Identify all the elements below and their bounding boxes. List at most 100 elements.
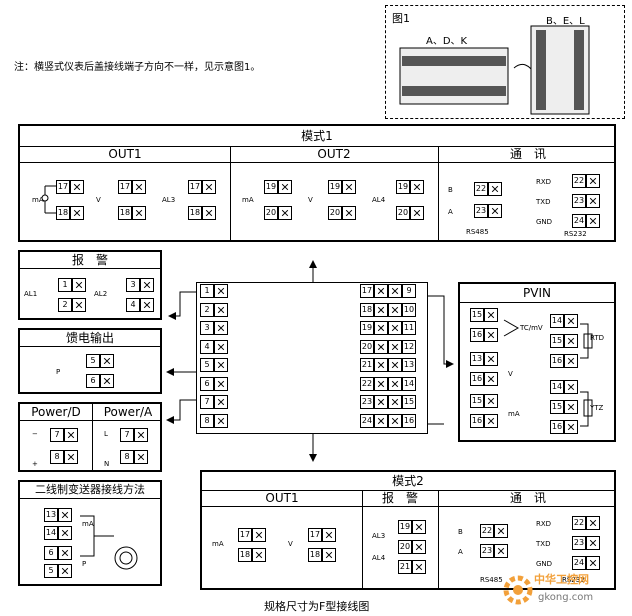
terminal: 11: [402, 321, 416, 335]
terminal: 5: [200, 358, 214, 372]
watermark-site: gkong.com: [538, 592, 594, 603]
a-label: A: [448, 208, 453, 216]
terminal: 15: [402, 395, 416, 409]
ma-label: mA: [32, 196, 44, 204]
terminal: 19: [398, 520, 412, 534]
al3-label: AL3: [372, 532, 386, 540]
rxd-label: RXD: [536, 520, 552, 528]
rs232-label: RS232: [562, 576, 585, 584]
b-label: B: [458, 528, 463, 536]
terminal: 16: [470, 414, 484, 428]
ma-label: mA: [242, 196, 254, 204]
minus-label: −: [32, 430, 38, 438]
txd-label: TXD: [536, 540, 551, 548]
terminal: 10: [402, 302, 416, 317]
power-a-title: Power/A: [103, 405, 153, 419]
p-label: P: [82, 560, 87, 568]
txd-label: TXD: [536, 198, 551, 206]
terminal: 18: [238, 548, 252, 562]
transmitter-panel: 二线制变送器接线方法 13 14 6 5 mA P: [18, 480, 162, 586]
pvin-wiring: [503, 319, 593, 427]
terminal-screw: [564, 420, 578, 434]
watermark: 中华工控网 gkong.com: [498, 566, 628, 612]
terminal: 20: [328, 206, 342, 220]
terminal: 17: [308, 528, 322, 542]
terminal: 20: [396, 206, 410, 220]
terminal: 6: [86, 374, 100, 388]
al2-label: AL2: [94, 290, 108, 298]
terminal: 8: [120, 450, 134, 464]
mode1-panel: 模式1 OUT1 OUT2 通 讯 mA 17 18 V 17 18 AL3 1…: [18, 124, 616, 242]
terminal: 8: [200, 413, 214, 428]
terminal-screw: [374, 302, 388, 317]
mode2-panel: 模式2 OUT1 报 警 通 讯 mA 17 18 V 17 18 AL3 AL…: [200, 470, 616, 590]
ytz-label: YTZ: [590, 404, 604, 412]
terminal: 17: [188, 180, 202, 194]
terminal-screw: [388, 284, 402, 298]
mode2-title: 模式2: [392, 474, 424, 488]
terminal: 7: [200, 395, 214, 409]
terminal-screw: [564, 314, 578, 328]
terminal-screw: [374, 413, 388, 428]
terminal-screw: [214, 302, 228, 317]
terminal-screw: [388, 339, 402, 354]
terminal-screw: [214, 339, 228, 354]
terminal-screw: [374, 395, 388, 409]
terminal-screw: [388, 413, 402, 428]
terminal: 22: [360, 376, 374, 391]
figure1-title: 图1: [392, 12, 410, 25]
terminal: 5: [86, 354, 100, 368]
mode1-out1-heading: OUT1: [108, 147, 142, 161]
terminal-screw: [388, 376, 402, 391]
terminal-screw: [388, 321, 402, 335]
transmitter-title: 二线制变送器接线方法: [35, 483, 145, 496]
terminal: 20: [360, 339, 374, 354]
al3-label: AL3: [162, 196, 176, 204]
al4-label: AL4: [372, 196, 386, 204]
terminal: 21: [398, 560, 412, 574]
terminal: 22: [474, 182, 488, 196]
terminal: 19: [328, 180, 342, 194]
plus-label: +: [32, 460, 38, 468]
terminal-screw: [214, 321, 228, 335]
gear-icon: [503, 575, 533, 605]
gnd-label: GND: [536, 218, 553, 226]
terminal-screw: [484, 394, 498, 408]
mode1-title: 模式1: [301, 129, 333, 143]
terminal-screw: [214, 413, 228, 428]
terminal-screw: [484, 414, 498, 428]
alarm-title: 报 警: [71, 253, 108, 267]
rtd-label: RTD: [590, 334, 605, 342]
terminal: 18: [118, 206, 132, 220]
n-label: N: [104, 460, 110, 468]
terminal: 17: [56, 180, 70, 194]
figure1-left-label: A、D、K: [426, 36, 468, 47]
feed-title: 馈电输出: [65, 331, 114, 345]
mode2-out1-heading: OUT1: [265, 491, 299, 505]
rxd-label: RXD: [536, 178, 552, 186]
terminal: 18: [308, 548, 322, 562]
mode1-comm-heading: 通 讯: [509, 147, 546, 161]
terminal-screw: [484, 328, 498, 342]
terminal: 18: [56, 206, 70, 220]
terminal: 22: [572, 174, 586, 188]
terminal: 23: [474, 204, 488, 218]
tc-label: TC/mV: [520, 324, 543, 332]
terminal-screw: [374, 376, 388, 391]
terminal: 13: [44, 508, 58, 522]
terminal: 19: [264, 180, 278, 194]
v-label: V: [508, 370, 513, 378]
terminal-screw: [564, 354, 578, 368]
terminal-screw: [214, 376, 228, 391]
mode1-out2-heading: OUT2: [317, 147, 351, 161]
terminal-screw: [484, 352, 498, 366]
terminal: 18: [188, 206, 202, 220]
terminal: 9: [402, 284, 416, 298]
terminal: 6: [44, 546, 58, 560]
terminal: 23: [572, 194, 586, 208]
terminal: 4: [126, 298, 140, 312]
terminal: 23: [360, 395, 374, 409]
terminal: 13: [402, 358, 416, 372]
b-label: B: [448, 186, 453, 194]
terminal: 19: [360, 321, 374, 335]
